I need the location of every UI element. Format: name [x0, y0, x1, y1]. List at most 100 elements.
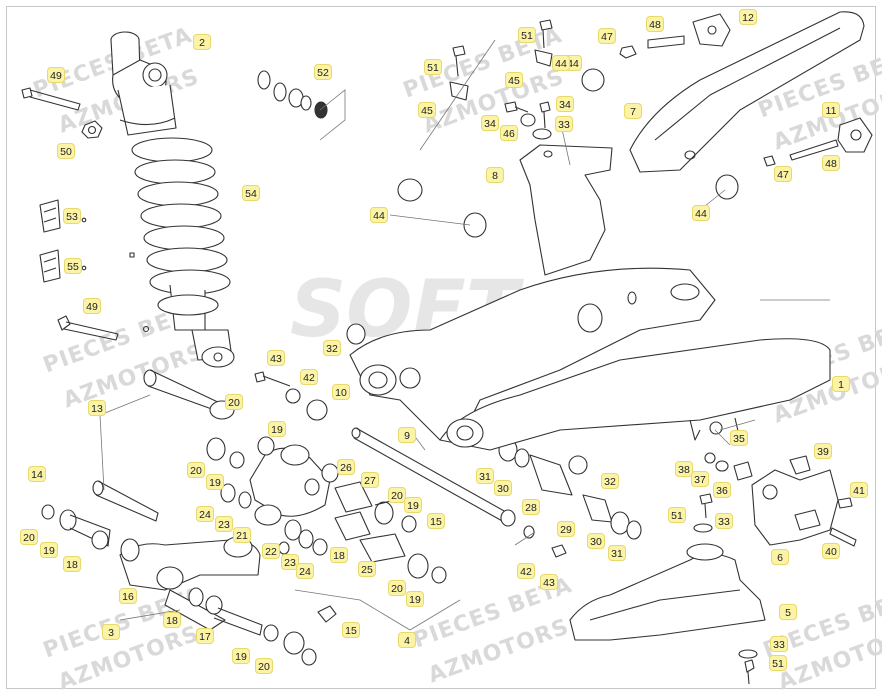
callout-label: 32	[323, 340, 341, 356]
callout-label: 20	[20, 529, 38, 545]
callout-label: 50	[57, 143, 75, 159]
callout-label: 35	[730, 430, 748, 446]
callout-label: 42	[517, 563, 535, 579]
linkage-bushings-center	[334, 481, 447, 584]
callout-label: 20	[388, 580, 406, 596]
chain-slider-upper	[629, 11, 865, 173]
callout-label: 54	[242, 185, 260, 201]
callout-label: 36	[713, 482, 731, 498]
swingarm-axle	[351, 427, 567, 558]
callout-label: 41	[850, 482, 868, 498]
shock-bolt-bottom	[57, 315, 119, 341]
callout-label: 23	[281, 554, 299, 570]
callout-label: 30	[494, 480, 512, 496]
linkage-arm-lower	[119, 536, 261, 631]
callout-label: 37	[691, 471, 709, 487]
callout-label: 45	[418, 102, 436, 118]
callout-label: 26	[337, 459, 355, 475]
callout-label: 49	[83, 298, 101, 314]
callout-label: 47	[774, 166, 792, 182]
callout-label: 24	[296, 563, 314, 579]
shock-absorber	[110, 31, 235, 368]
callout-label: 29	[557, 521, 575, 537]
callout-label: 28	[522, 499, 540, 515]
callout-label: 48	[646, 16, 664, 32]
linkage-small-bolts	[254, 323, 366, 421]
callout-label: 4	[398, 632, 416, 648]
callout-label: 17	[196, 628, 214, 644]
linkage-rod-14	[92, 480, 159, 522]
callout-label: 25	[358, 561, 376, 577]
callout-label: 46	[500, 125, 518, 141]
callout-label: 19	[40, 542, 58, 558]
callout-label: 44	[370, 207, 388, 223]
callout-label: 34	[556, 96, 574, 112]
callout-label: 43	[540, 574, 558, 590]
shock-bearing-kit	[257, 70, 328, 119]
callout-label: 15	[342, 622, 360, 638]
callout-label: 33	[555, 116, 573, 132]
callout-label: 13	[88, 400, 106, 416]
callout-label: 10	[332, 384, 350, 400]
diagram-frame	[6, 6, 876, 689]
callout-label: 44	[552, 55, 570, 71]
callout-label: 51	[769, 655, 787, 671]
callout-label: 31	[608, 545, 626, 561]
callout-label: 51	[668, 507, 686, 523]
callout-label: 33	[715, 513, 733, 529]
linkage-lower-bearings	[188, 587, 337, 666]
callout-label: 45	[505, 72, 523, 88]
callout-label: 3	[102, 624, 120, 640]
callout-label: 44	[692, 205, 710, 221]
callout-label: 19	[406, 591, 424, 607]
linkage-rocker	[249, 444, 331, 526]
callout-label: 51	[424, 59, 442, 75]
callout-label: 16	[119, 588, 137, 604]
callout-label: 18	[163, 612, 181, 628]
swingarm-guard	[519, 144, 613, 276]
callout-label: 52	[314, 64, 332, 80]
callout-label: 51	[518, 27, 536, 43]
callout-label: 24	[196, 506, 214, 522]
callout-label: 34	[481, 115, 499, 131]
callout-label: 8	[486, 167, 504, 183]
circlip-parts	[39, 199, 150, 333]
shock-nut	[81, 120, 103, 139]
callout-label: 1	[832, 376, 850, 392]
hardware-misc	[397, 13, 873, 685]
callout-label: 42	[300, 369, 318, 385]
linkage-bearings-left	[206, 436, 339, 556]
callout-label: 12	[739, 9, 757, 25]
callout-label: 2	[193, 34, 211, 50]
swingarm-pivot-bearings	[498, 438, 642, 540]
chain-guide	[751, 455, 839, 546]
callout-label: 53	[63, 208, 81, 224]
callout-label: 40	[822, 543, 840, 559]
callout-label: 19	[268, 421, 286, 437]
callout-label: 22	[262, 543, 280, 559]
callout-label: 23	[215, 516, 233, 532]
swingarm	[349, 267, 831, 451]
callout-label: 18	[63, 556, 81, 572]
callout-label: 21	[233, 527, 251, 543]
callout-label: 9	[398, 427, 416, 443]
callout-label: 47	[598, 28, 616, 44]
leader-lines	[99, 39, 830, 631]
callout-label: 19	[206, 474, 224, 490]
callout-label: 31	[476, 468, 494, 484]
linkage-axle-lower	[41, 504, 140, 562]
callout-label: 11	[822, 102, 840, 118]
callout-label: 32	[601, 473, 619, 489]
callout-label: 15	[427, 513, 445, 529]
callout-label: 19	[404, 497, 422, 513]
callout-label: 43	[267, 350, 285, 366]
callout-label: 19	[232, 648, 250, 664]
callout-label: 33	[770, 636, 788, 652]
chain-slider-lower	[569, 543, 766, 641]
callout-label: 27	[361, 472, 379, 488]
callout-label: 38	[675, 461, 693, 477]
callout-label: 30	[587, 533, 605, 549]
callout-label: 39	[814, 443, 832, 459]
callout-label: 55	[64, 258, 82, 274]
